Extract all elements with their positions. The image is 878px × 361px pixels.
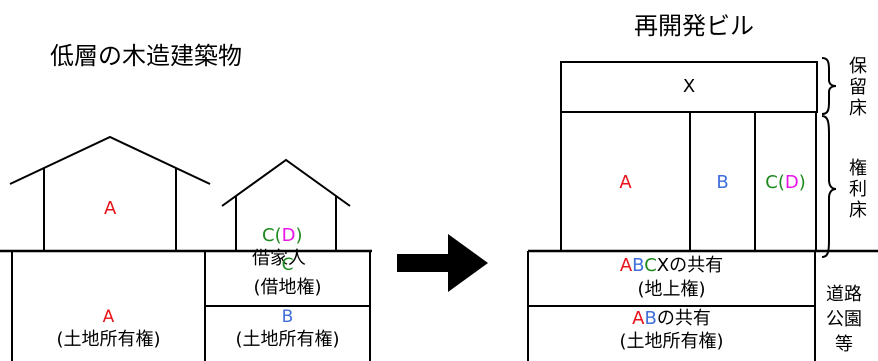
shared1-c: C — [644, 255, 657, 276]
public-etc: 等 — [835, 334, 853, 355]
x-unit-label: X — [682, 76, 696, 97]
shared2-right: (土地所有権) — [619, 331, 724, 352]
public-road: 道路 — [826, 284, 862, 305]
unit-d-tenant: D — [784, 172, 799, 193]
brace-rights-floor — [821, 115, 837, 258]
reserved-floor-label: 保 留 床 — [846, 56, 870, 119]
shared1-b: B — [632, 255, 645, 276]
shared1-right: (地上権) — [637, 279, 706, 300]
house-c-owner: C — [262, 225, 275, 246]
reserved-floor-char: 床 — [849, 98, 867, 119]
shared2-label: ABの共有 — [528, 310, 815, 328]
tenant-label: 借家人 — [252, 248, 306, 269]
unit-b-label: B — [716, 172, 729, 193]
unit-c-owner: C — [765, 172, 778, 193]
right-title: 再開発ビル — [634, 12, 754, 40]
lot-b-letter: B — [281, 307, 294, 327]
shared1-label: ABCXの共有 — [528, 257, 815, 275]
paren-open: ( — [777, 172, 785, 193]
house-c-label: C(D) — [262, 227, 303, 245]
public-park: 公園 — [826, 309, 862, 330]
unit-c-label: C(D) — [755, 174, 816, 192]
brace-reserved-floor — [821, 57, 837, 115]
arrow-icon — [397, 234, 488, 292]
paren-close: ) — [295, 225, 303, 246]
shared1-suffix: の共有 — [669, 255, 724, 276]
house-d-tenant: D — [281, 225, 296, 246]
lot-c-letter: C — [281, 255, 294, 275]
shared1-a: A — [619, 255, 633, 276]
left-title: 低層の木造建築物 — [50, 42, 242, 70]
paren-close: ) — [798, 172, 806, 193]
paren-open: ( — [274, 225, 282, 246]
house-a-roof — [9, 135, 211, 185]
lot-a-right: (土地所有権) — [56, 329, 161, 350]
house-a-owner: A — [104, 198, 117, 219]
shared1-x: X — [656, 255, 670, 276]
lot-a-letter: A — [102, 307, 115, 327]
house-c-roof — [221, 158, 351, 207]
reserved-floor-char: 保 — [849, 56, 867, 77]
shared2-b: B — [644, 308, 657, 329]
rights-floor-char: 権 — [849, 158, 867, 179]
reserved-floor-char: 留 — [849, 77, 867, 98]
lot-b-right: (土地所有権) — [235, 329, 340, 350]
rights-floor-char: 利 — [849, 179, 867, 200]
shared2-a: A — [632, 308, 645, 329]
unit-a-label: A — [619, 172, 632, 193]
lot-c-right: (借地権) — [253, 277, 322, 298]
rights-floor-label: 権 利 床 — [846, 158, 870, 221]
rights-floor-char: 床 — [849, 200, 867, 221]
shared2-suffix: の共有 — [656, 308, 711, 329]
